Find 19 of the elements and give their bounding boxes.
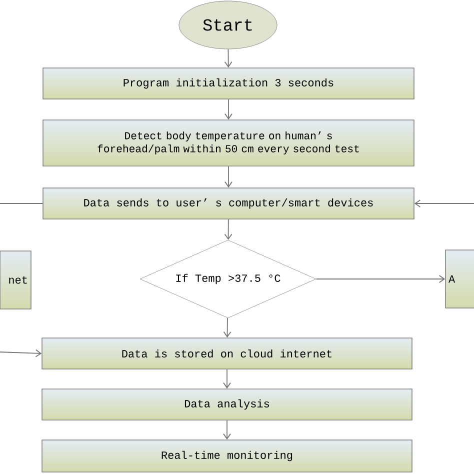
arrow	[224, 98, 232, 120]
process-box: Data sends to user’ s computer/smart devices	[42, 188, 414, 220]
process-box: Real-time monitoring	[42, 440, 412, 472]
process-box: net	[0, 250, 32, 310]
arrow	[224, 166, 232, 188]
process-box: Data is stored on cloud internet	[42, 338, 412, 370]
arrow	[316, 275, 446, 283]
process-box: Data analysis	[42, 388, 412, 420]
arrow	[223, 318, 232, 338]
arrow	[224, 48, 232, 68]
arrow	[224, 218, 232, 240]
arrow	[223, 420, 231, 440]
process-box: A	[445, 250, 474, 308]
arrow	[414, 200, 474, 208]
process-box: Detect body temperature on human’ s forehead/palm within 50 cm every second test	[42, 120, 414, 166]
arrow	[223, 368, 231, 389]
arrow	[0, 349, 42, 358]
process-box: Program initialization 3 seconds	[42, 68, 414, 100]
start-oval: Start	[178, 0, 278, 50]
